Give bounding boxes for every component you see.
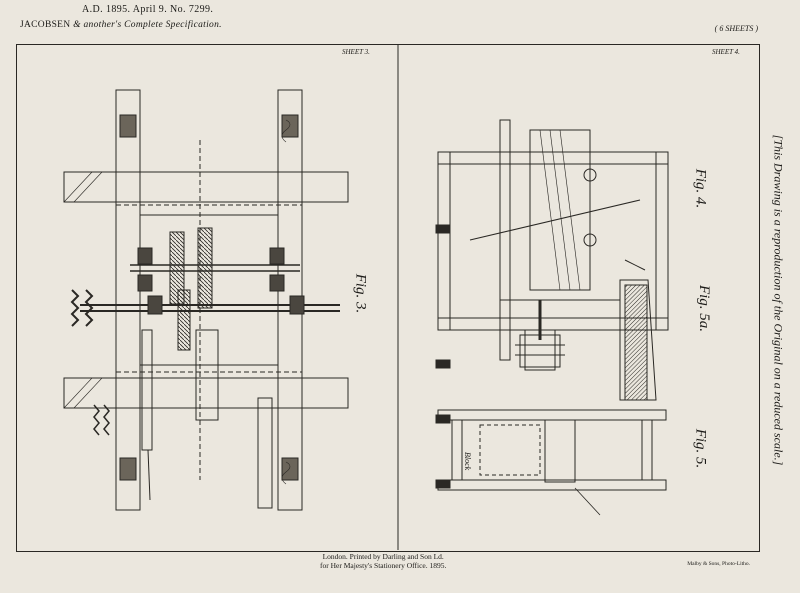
- sheet-4-label: SHEET 4.: [712, 48, 740, 56]
- printer-footer: London. Printed by Darling and Son Ld. f…: [320, 552, 446, 570]
- specification-type: & another's Complete Specification.: [70, 20, 222, 30]
- post-cap-right: [281, 114, 299, 138]
- fig5-drawing: [435, 409, 667, 516]
- lithographer-credit: Malby & Sons, Photo-Litho.: [687, 561, 750, 567]
- fig5-label: Fig. 5.: [692, 428, 709, 469]
- post-cap-left: [119, 114, 137, 138]
- block-label: Block: [463, 452, 472, 471]
- frame-bar-bottom: [63, 377, 349, 409]
- fig4-label: Fig. 4.: [692, 168, 709, 209]
- post-foot-left: [119, 457, 137, 481]
- fig4-drawing: [435, 119, 669, 371]
- frame-bar-top: [63, 171, 349, 203]
- reproduction-note: [This Drawing is a reproduction of the O…: [771, 134, 786, 466]
- footer-line-2: for Her Majesty's Stationery Office. 189…: [320, 561, 447, 570]
- patent-title-line: A.D. 1895. April 9. No. 7299.: [82, 4, 214, 15]
- drawing-frame: [16, 44, 760, 552]
- fig5a-label: Fig. 5a.: [696, 284, 713, 333]
- fig3-label: Fig. 3.: [352, 273, 369, 314]
- post-foot-right: [281, 457, 299, 481]
- fig3-drawing: [63, 89, 349, 511]
- post-left: [115, 89, 141, 511]
- inventor-name: JACOBSEN: [20, 20, 71, 30]
- sheet-count: ( 6 SHEETS ): [714, 24, 758, 33]
- sheet-3-label: SHEET 3.: [342, 48, 370, 56]
- footer-line-1: London. Printed by Darling and Son Ld.: [322, 552, 444, 561]
- specification-line: JACOBSEN & another's Complete Specificat…: [20, 20, 222, 30]
- fig5a-drawing: [619, 259, 657, 401]
